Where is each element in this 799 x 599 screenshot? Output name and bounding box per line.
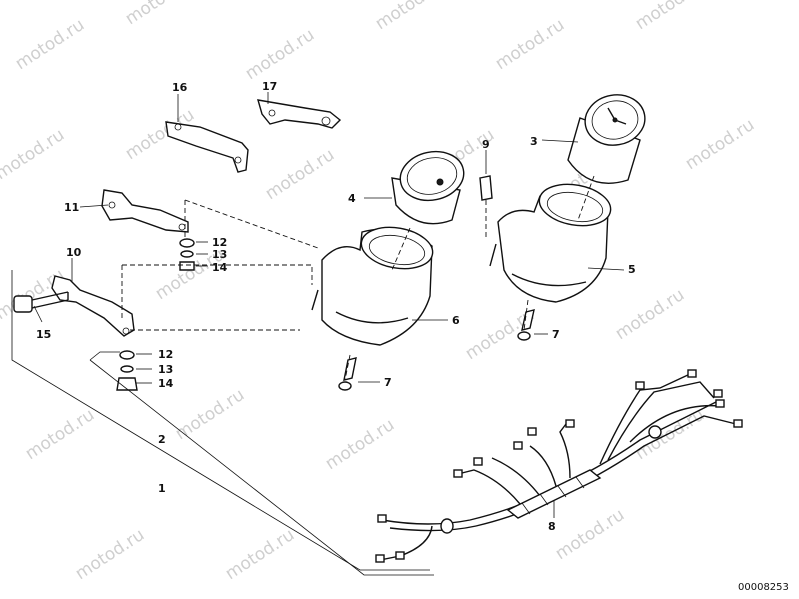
assembly-lines bbox=[121, 175, 595, 381]
diagram-code: 00008253 bbox=[738, 582, 789, 593]
watermark: motod.ru bbox=[12, 15, 88, 74]
callout-13-upper: 13 bbox=[212, 248, 227, 261]
bracket-part-11 bbox=[101, 189, 189, 233]
watermark: motod.ru bbox=[612, 285, 688, 344]
callout-7-right: 7 bbox=[552, 328, 560, 341]
leader-lines bbox=[33, 92, 625, 518]
callout-15: 15 bbox=[36, 328, 51, 341]
callout-4: 4 bbox=[348, 192, 356, 205]
callout-7-left: 7 bbox=[384, 376, 392, 389]
callout-labels: 16 17 9 3 11 4 12 13 14 10 15 6 5 7 12 1… bbox=[36, 80, 636, 533]
callout-10: 10 bbox=[66, 246, 82, 259]
washer-nut-stack-upper bbox=[179, 238, 195, 271]
watermark: motod.ru bbox=[172, 385, 248, 444]
washer-nut-stack-lower bbox=[116, 350, 138, 391]
callout-5: 5 bbox=[628, 263, 636, 276]
gauge-part-3 bbox=[567, 94, 646, 184]
callout-1: 1 bbox=[158, 482, 166, 495]
bolt-part-15 bbox=[13, 291, 69, 313]
callout-9: 9 bbox=[482, 138, 490, 151]
housing-part-6 bbox=[311, 226, 434, 346]
watermark: motod.ru bbox=[122, 0, 198, 29]
watermark: motod.ru bbox=[322, 415, 398, 474]
watermark: motod.ru bbox=[22, 405, 98, 464]
callout-17: 17 bbox=[262, 80, 277, 93]
bracket-part-16 bbox=[165, 121, 249, 173]
watermark: motod.ru bbox=[222, 525, 298, 584]
watermark: motod.ru bbox=[372, 0, 448, 34]
callout-14-upper: 14 bbox=[212, 261, 228, 274]
callout-16: 16 bbox=[172, 81, 188, 94]
wiring-harness-part-8 bbox=[375, 369, 743, 563]
watermark: motod.ru bbox=[552, 505, 628, 564]
callout-3: 3 bbox=[530, 135, 538, 148]
bolt-part-7-left bbox=[338, 357, 357, 391]
callout-11: 11 bbox=[64, 201, 79, 214]
callout-14-lower: 14 bbox=[158, 377, 174, 390]
watermark: motod.ru bbox=[682, 115, 758, 174]
callout-12-upper: 12 bbox=[212, 236, 227, 249]
watermark: motod.ru bbox=[72, 525, 148, 584]
watermark: motod.ru bbox=[632, 0, 708, 34]
screw-part-9 bbox=[479, 175, 493, 201]
housing-part-5 bbox=[489, 183, 612, 303]
bracket-part-17 bbox=[257, 99, 342, 129]
watermark: motod.ru bbox=[492, 15, 568, 74]
callout-12-lower: 12 bbox=[158, 348, 173, 361]
watermark: motod.ru bbox=[0, 125, 68, 184]
watermark: motod.ru bbox=[262, 145, 338, 204]
gauge-part-4 bbox=[391, 150, 465, 225]
callout-13-lower: 13 bbox=[158, 363, 173, 376]
watermark: motod.ru bbox=[242, 25, 318, 84]
callout-2: 2 bbox=[158, 433, 166, 446]
callout-8: 8 bbox=[548, 520, 556, 533]
callout-6: 6 bbox=[452, 314, 460, 327]
bracket-part-10 bbox=[51, 275, 135, 337]
kit-outline-lines bbox=[11, 270, 434, 576]
